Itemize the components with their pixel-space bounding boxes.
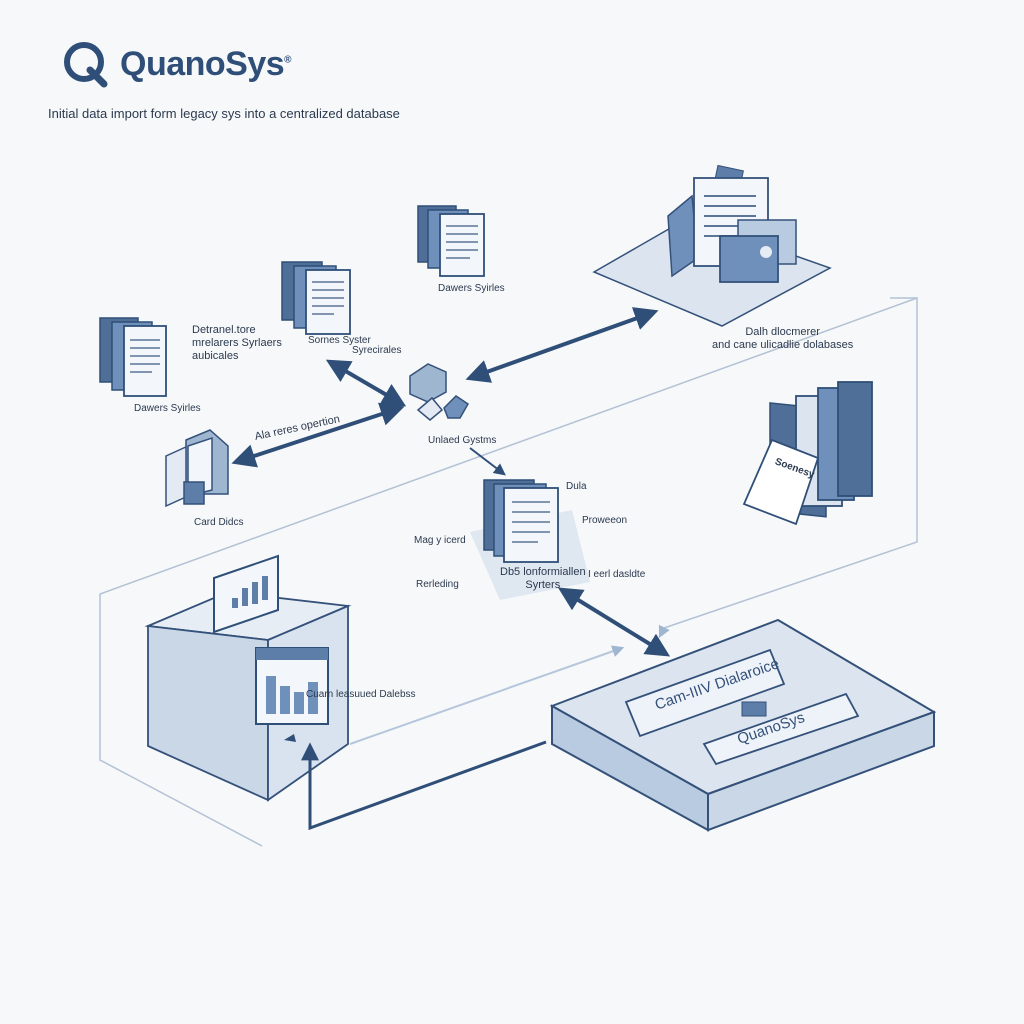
brand-name: QuanoSys® [120, 44, 292, 83]
arrow-hub-to-card [231, 402, 405, 468]
arrow-transform-to-db [557, 587, 671, 657]
arrow-frame-to-db-light [658, 624, 670, 639]
transformation-node [470, 479, 590, 600]
central-hub [409, 363, 469, 421]
hub-caption: Unlaed Gystms [428, 435, 497, 446]
legacy-cube [144, 554, 352, 802]
tx-left-top: Mag y icerd [414, 535, 466, 546]
document-stack-left [99, 317, 167, 397]
diagram-subtitle: Initial data import form legacy sys into… [48, 106, 400, 121]
docs-right-caption: Dalh dlocmerer and cane ulicadlie dolaba… [712, 326, 854, 351]
src-left-caption: Dawers Syirles [134, 403, 201, 414]
tx-right-bottom: I eerl dasldte [588, 569, 646, 580]
brand-header: QuanoSys® [62, 40, 292, 88]
card-folder [165, 429, 229, 508]
tx-right-mid: Proweeon [582, 515, 628, 526]
tx-right-top: Dula [566, 481, 587, 492]
documents-platform [592, 164, 832, 327]
flow-arrows [231, 307, 671, 831]
arrow-hub-to-mid-stack [325, 359, 407, 407]
cube-caption: Cuarn leasuued Dalebss [306, 689, 416, 700]
cube-small-arrow [284, 734, 296, 742]
document-stack-top [417, 205, 485, 277]
tx-caption: Db5 lonformiallen Syrters [500, 566, 586, 591]
tx-left-bottom: Rerleding [416, 579, 459, 590]
src-left-desc: Detranel.tore mrelarers Syrlaers aubical… [192, 324, 282, 362]
central-database-platform [549, 618, 937, 832]
src-top-caption: Dawers Syirles [438, 283, 505, 294]
perspective-frame [99, 296, 918, 847]
hub-side-label: Syrecirales [352, 345, 402, 356]
src-mid-caption: Sornes Syster [308, 335, 371, 346]
quanosys-logo-icon [64, 42, 108, 88]
arrow-hub-to-transform [469, 447, 506, 476]
arrow-hub-to-docs [465, 307, 659, 383]
arrow-cube-to-db-light [349, 645, 625, 745]
document-stack-mid [281, 261, 351, 335]
books-stack-right [742, 381, 873, 526]
arrow-db-to-cube [301, 740, 547, 831]
card-caption: Card Didcs [194, 517, 244, 528]
